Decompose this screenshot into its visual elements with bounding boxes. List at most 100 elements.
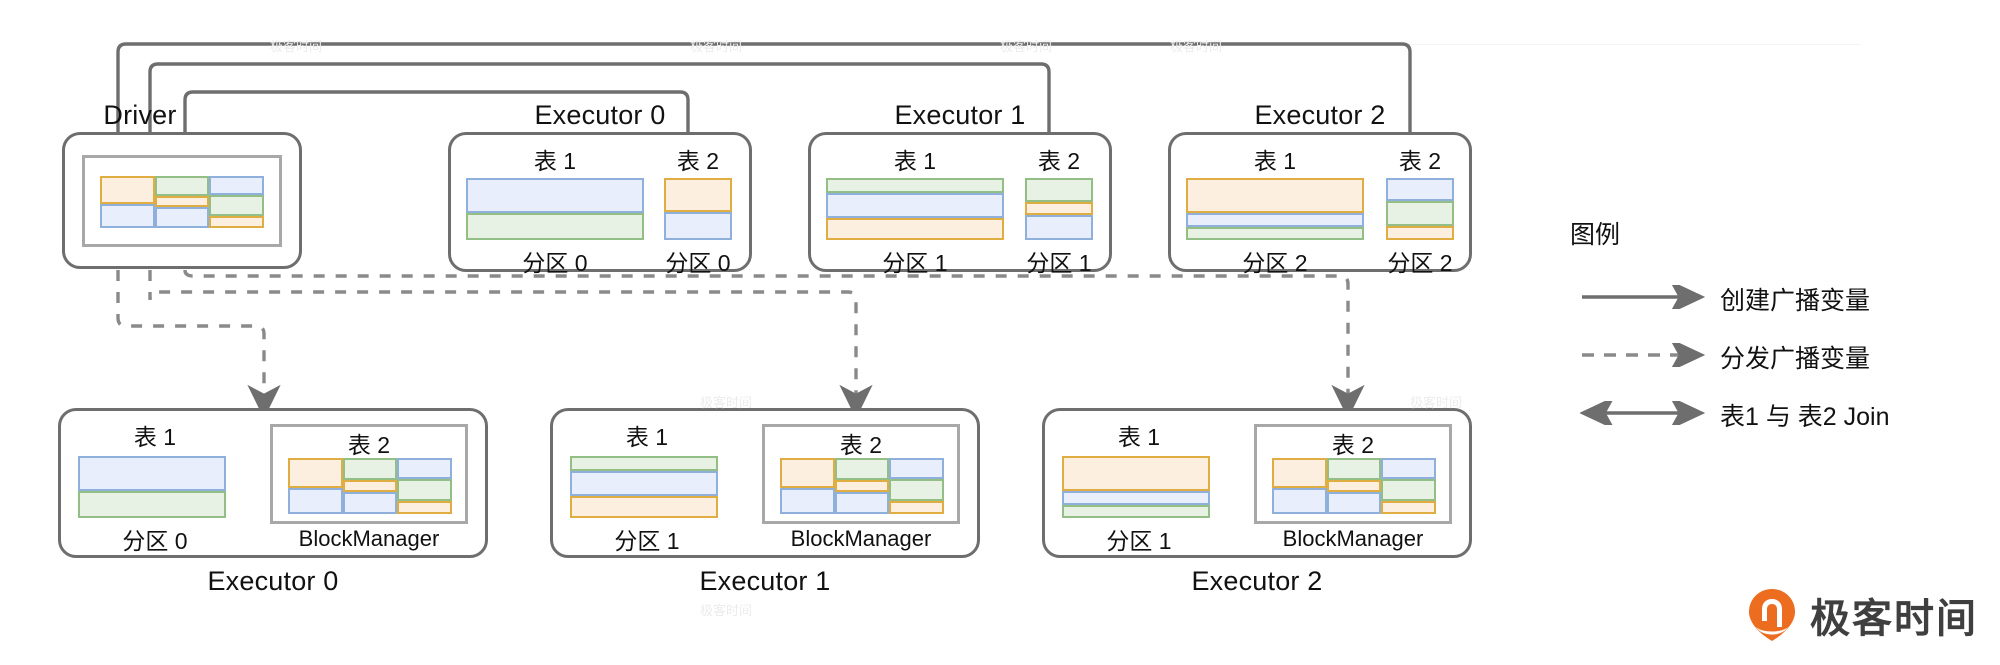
data-block-orange (1381, 501, 1437, 514)
watermark: 极客时间 (270, 39, 323, 54)
data-block-blue (780, 488, 835, 514)
driver-table2-mosaic (100, 176, 265, 228)
top-executor-0-table1-stack (466, 178, 644, 240)
data-block-blue (466, 178, 644, 214)
legend-label-distribute-broadcast: 分发广播变量 (1720, 345, 1871, 373)
data-block-orange (288, 458, 343, 489)
data-block-green (826, 178, 1004, 193)
bottom-executor-2-blockmanager-label: BlockManager (1282, 526, 1424, 551)
top-executor-2-table2-partition: 分区 2 (1387, 250, 1453, 276)
data-block-blue (100, 204, 155, 228)
data-block-green (466, 213, 644, 240)
data-block-green (1025, 178, 1093, 202)
bottom-executor-2-title: Executor 2 (1191, 566, 1323, 596)
top-executor-1-table1-partition: 分区 1 (882, 250, 948, 276)
mosaic-column-3 (1381, 458, 1437, 514)
dashed-arrow-icon (1582, 343, 1706, 367)
data-block-blue (209, 176, 265, 196)
top-executor-1-title: Executor 1 (894, 100, 1026, 130)
data-block-orange (100, 176, 155, 205)
top-executor-0-table2-stack (664, 178, 732, 240)
data-block-blue (1025, 215, 1093, 240)
bottom-executor-2-table2-label: 表 2 (1331, 432, 1375, 458)
data-block-green (1326, 458, 1382, 480)
bottom-executor-0-table2-label: 表 2 (347, 432, 391, 458)
mosaic-column-2 (1326, 458, 1382, 514)
data-block-orange (209, 216, 265, 228)
legend-item-distribute-broadcast: 分发广播变量 (1570, 343, 1990, 373)
mosaic-column-1 (780, 458, 835, 514)
bottom-executor-1-table1-partition: 分区 1 (614, 528, 680, 554)
mosaic-column-2 (834, 458, 890, 514)
bottom-executor-1-title: Executor 1 (699, 566, 831, 596)
mosaic-column-2 (342, 458, 398, 514)
data-block-green (1386, 201, 1454, 226)
mosaic-column-3 (397, 458, 453, 514)
bottom-executor-1-blockmanager-label: BlockManager (790, 526, 932, 551)
data-block-orange (1062, 456, 1210, 491)
bottom-executor-2-table1-partition: 分区 1 (1106, 528, 1172, 554)
data-block-green (889, 478, 945, 502)
data-block-orange (1326, 479, 1382, 492)
top-executor-2-table2-label: 表 2 (1398, 148, 1442, 174)
data-block-green (342, 458, 398, 480)
data-block-blue (826, 193, 1004, 218)
bottom-executor-1-table1-stack (570, 456, 718, 518)
mosaic-column-2 (154, 176, 210, 228)
watermark: 极客时间 (690, 39, 743, 54)
mosaic-column-1 (288, 458, 343, 514)
bottom-executor-0-table2-mosaic (288, 458, 453, 514)
legend-item-join: 表1 与 表2 Join (1570, 401, 1990, 431)
data-block-blue (397, 458, 453, 479)
legend-item-create-broadcast: 创建广播变量 (1570, 285, 1990, 315)
bottom-executor-2-table1-stack (1062, 456, 1210, 518)
top-executor-2-table2-stack (1386, 178, 1454, 240)
mosaic-column-3 (889, 458, 945, 514)
bottom-executor-1-table1-label: 表 1 (625, 424, 669, 450)
data-block-blue (889, 458, 945, 479)
solid-arrow-icon (1582, 285, 1706, 309)
mosaic-column-3 (209, 176, 265, 228)
data-block-green (397, 478, 453, 502)
data-block-green (1186, 227, 1364, 240)
brand-text: 极客时间 (1810, 597, 1978, 641)
watermark: 极客时间 (700, 395, 753, 410)
data-block-green (834, 458, 890, 480)
mosaic-column-1 (1272, 458, 1327, 514)
legend: 图例 创建广播变量 分发广播变量 (1570, 215, 1990, 431)
watermark: 极客时间 (1170, 39, 1223, 54)
data-block-blue (1062, 491, 1210, 505)
bottom-executor-1-table2-mosaic (780, 458, 945, 514)
top-executor-2-title: Executor 2 (1254, 100, 1386, 130)
watermark: 极客时间 (1410, 395, 1463, 410)
data-block-green (570, 456, 718, 471)
top-executor-2-table1-label: 表 1 (1253, 148, 1297, 174)
data-block-blue (664, 211, 732, 240)
data-block-orange (1186, 178, 1364, 213)
data-block-blue (1381, 458, 1437, 479)
data-block-blue (1186, 213, 1364, 227)
top-executor-1-table1-stack (826, 178, 1004, 240)
top-executor-2-table1-stack (1186, 178, 1364, 240)
geekbang-pin-icon (1749, 589, 1795, 641)
brand-logo: 极客时间 (1746, 586, 1978, 644)
top-executor-0-table2-partition: 分区 0 (665, 250, 731, 276)
data-block-orange (834, 479, 890, 492)
data-block-blue (834, 491, 890, 514)
data-block-green (1381, 478, 1437, 502)
data-block-orange (1025, 202, 1093, 215)
data-block-orange (889, 501, 945, 514)
watermark: 极客时间 (700, 603, 753, 618)
data-block-green (154, 176, 210, 196)
bottom-executor-0-table1-label: 表 1 (133, 424, 177, 450)
top-executor-0-title: Executor 0 (534, 100, 666, 130)
data-block-orange (1386, 226, 1454, 240)
top-executor-0-table1-label: 表 1 (533, 148, 577, 174)
data-block-orange (1272, 458, 1327, 489)
data-block-orange (780, 458, 835, 489)
legend-title: 图例 (1570, 221, 1621, 249)
top-executor-1-table1-label: 表 1 (893, 148, 937, 174)
bottom-executor-0-blockmanager-label: BlockManager (298, 526, 440, 551)
double-arrow-icon (1580, 401, 1706, 425)
